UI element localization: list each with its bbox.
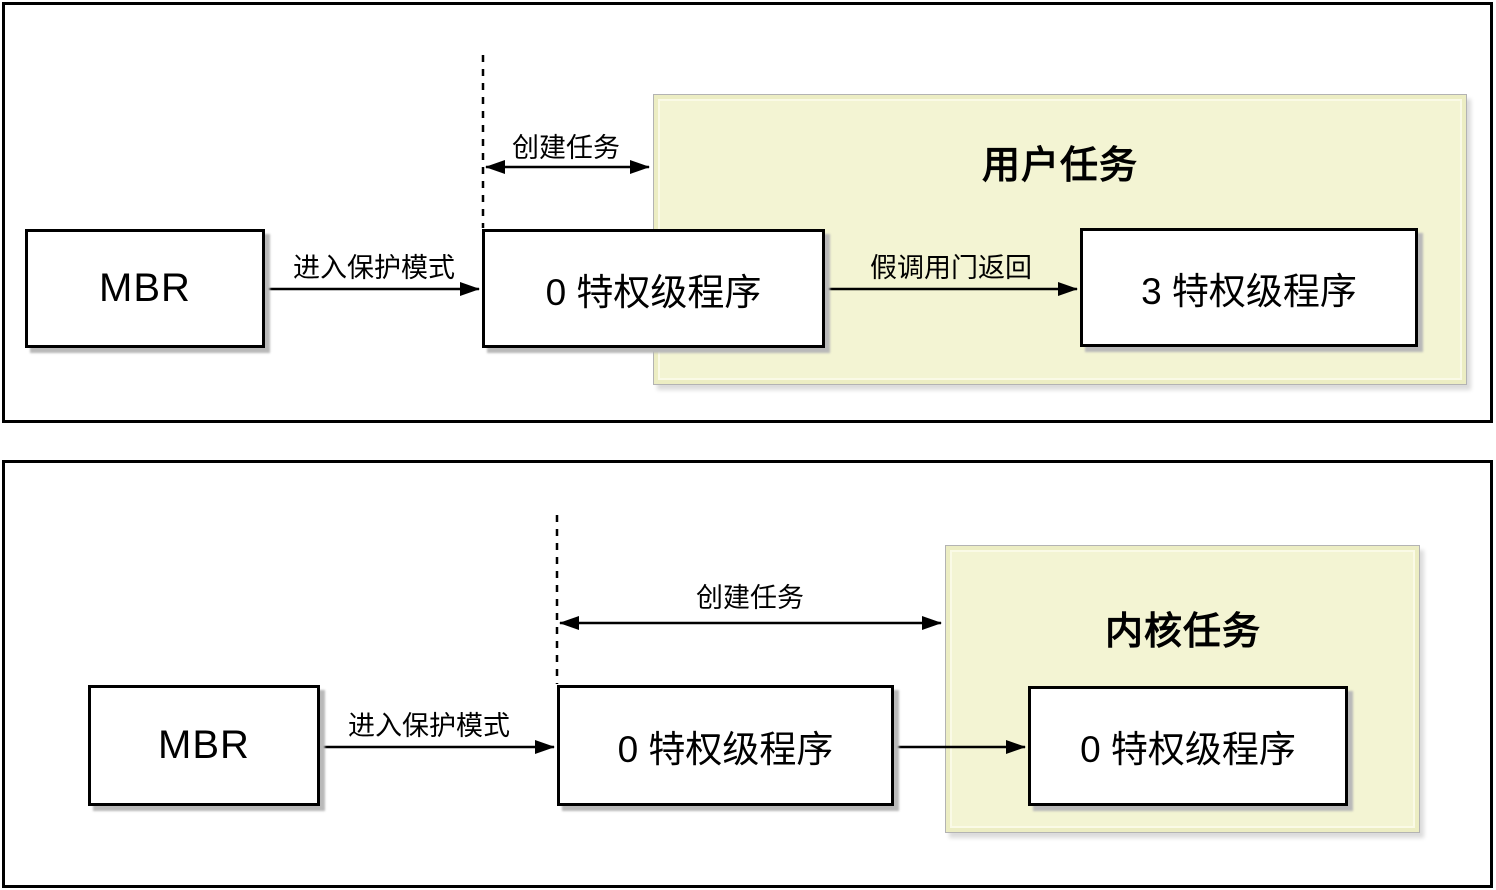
ring0-kernel-program-node: 0 特权级程序 <box>1028 686 1348 806</box>
mbr-node-bottom: MBR <box>88 685 320 806</box>
fake-call-gate-return-label: 假调用门返回 <box>870 253 1032 283</box>
kernel-task-title: 内核任务 <box>1104 611 1262 653</box>
create-task-label-bottom: 创建任务 <box>696 583 804 613</box>
mbr-node-top: MBR <box>25 229 265 348</box>
ring3-program-node: 3 特权级程序 <box>1080 228 1418 347</box>
enter-protected-mode-label-bottom: 进入保护模式 <box>348 711 510 741</box>
enter-protected-mode-label-top: 进入保护模式 <box>293 253 455 283</box>
ring0-program-node-top: 0 特权级程序 <box>482 229 825 348</box>
ring0-program-node-bottom: 0 特权级程序 <box>557 685 894 806</box>
create-task-label-top: 创建任务 <box>512 133 620 163</box>
user-task-title: 用户任务 <box>981 145 1139 187</box>
